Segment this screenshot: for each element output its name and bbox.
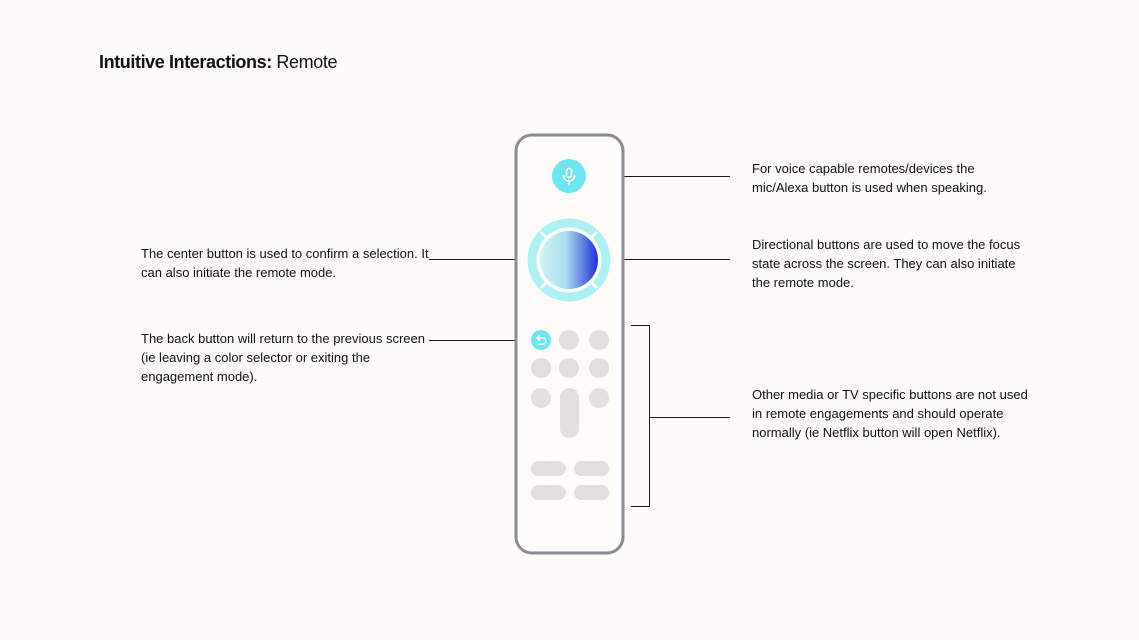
directional-pad[interactable] (527, 218, 611, 302)
microphone-icon (562, 167, 576, 185)
mic-leader-line (584, 176, 730, 177)
bracket-bottom-line (631, 506, 650, 507)
directional-buttons-callout: Directional buttons are used to move the… (752, 237, 1021, 290)
page-title: Intuitive Interactions: Remote (99, 52, 337, 73)
center-select-button[interactable] (540, 231, 598, 289)
media-button[interactable] (589, 358, 609, 378)
remote-illustration (514, 133, 625, 555)
other-leader-line (649, 417, 730, 418)
media-button[interactable] (589, 330, 609, 350)
app-button[interactable] (574, 461, 609, 476)
center-leader-line (429, 259, 560, 260)
media-button[interactable] (559, 358, 579, 378)
center-button-callout: The center button is used to confirm a s… (141, 246, 429, 280)
app-button[interactable] (531, 485, 566, 500)
media-button[interactable] (559, 330, 579, 350)
media-button[interactable] (531, 358, 551, 378)
mic-button-callout: For voice capable remotes/devices the mi… (752, 161, 987, 195)
directional-leader-line (605, 259, 730, 260)
back-button[interactable] (531, 330, 551, 350)
back-leader-line (429, 340, 536, 341)
mic-button[interactable] (552, 159, 586, 193)
other-buttons-callout: Other media or TV specific buttons are n… (752, 387, 1028, 440)
media-button[interactable] (531, 388, 551, 408)
back-arrow-icon (536, 334, 547, 345)
volume-rocker[interactable] (560, 388, 579, 438)
bracket-vertical-line (649, 325, 650, 507)
bracket-top-line (631, 325, 650, 326)
page-title-bold: Intuitive Interactions: (99, 52, 272, 72)
app-button[interactable] (574, 485, 609, 500)
back-button-callout: The back button will return to the previ… (141, 331, 425, 384)
page-title-regular: Remote (271, 52, 338, 72)
media-button[interactable] (589, 388, 609, 408)
app-button[interactable] (531, 461, 566, 476)
